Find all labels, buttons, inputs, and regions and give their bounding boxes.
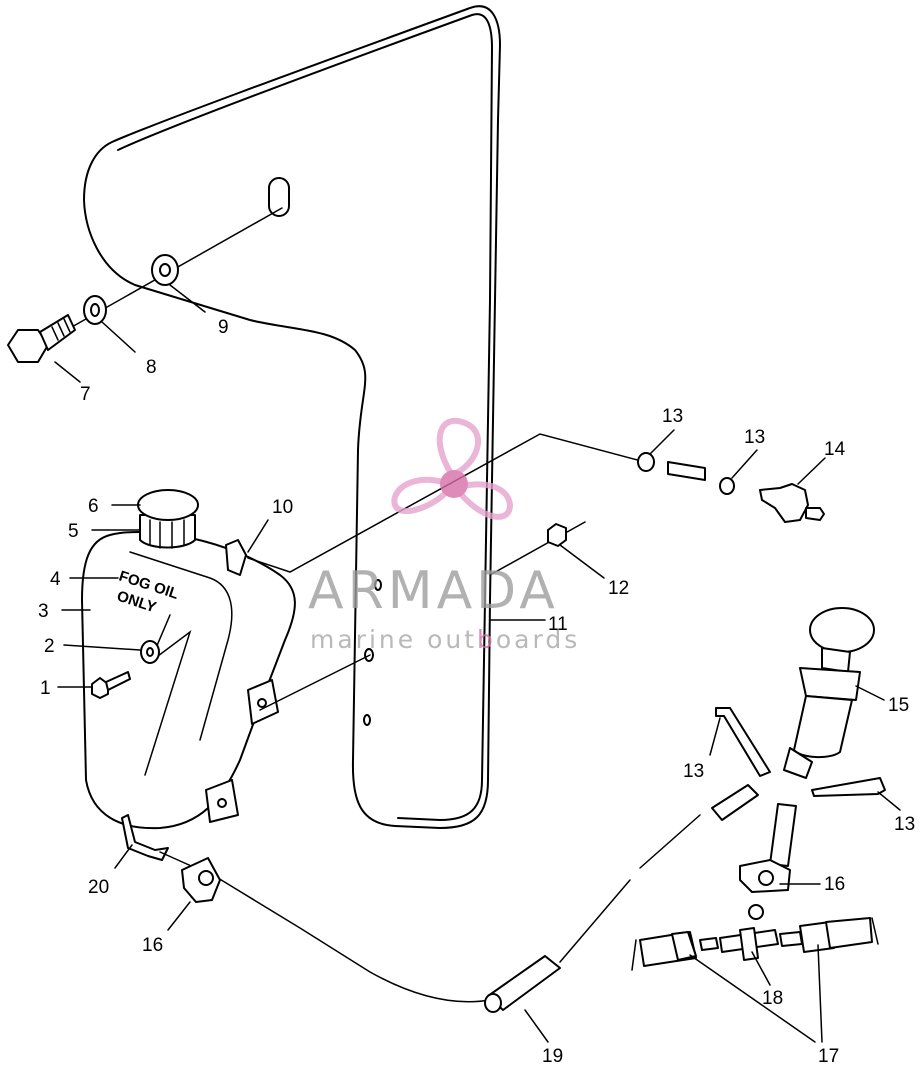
tee-18 [739, 927, 759, 961]
callout-11: 11 [548, 614, 568, 635]
callout-16-left: 16 [142, 935, 163, 956]
panel-hole [363, 714, 371, 726]
callout-4: 4 [50, 569, 61, 590]
callout-14: 14 [824, 439, 846, 460]
clamp-13c [715, 707, 771, 777]
callout-5: 5 [68, 521, 79, 542]
callout-13-pump-clamp-2: 13 [894, 814, 915, 835]
panel-hole [374, 579, 382, 591]
fuel-line-tee [631, 904, 879, 971]
leader-lines [54, 284, 901, 1043]
vent-line [247, 433, 825, 573]
callout-13-pump-clamp: 13 [683, 761, 704, 782]
callout-20: 20 [88, 877, 109, 898]
callout-9: 9 [218, 317, 229, 338]
tank-screw [91, 640, 160, 699]
clamp-13d [811, 777, 886, 797]
bolt-assembly [7, 207, 283, 363]
line-eleven [259, 521, 586, 711]
tank-cap-6 [137, 489, 199, 521]
pump-hoses [711, 784, 797, 893]
panel-slot [268, 177, 290, 217]
callout-6: 6 [88, 496, 99, 517]
tank-outlet-20 [121, 814, 169, 861]
clamp-13 [637, 452, 655, 472]
watermark-tagline: marine outboards [310, 625, 580, 654]
watermark-brand: ARMADA [308, 561, 559, 621]
vent-tube [667, 461, 706, 481]
clamps-thirteen [715, 707, 886, 797]
callout-2: 2 [44, 636, 55, 657]
callout-13-vent-clamp: 13 [662, 406, 683, 427]
primer-pump-15 [783, 607, 875, 779]
callout-12: 12 [608, 578, 629, 599]
callout-15: 15 [888, 695, 909, 716]
return-hose-19 [159, 814, 701, 1013]
screw-1 [91, 677, 109, 699]
tank-fitting-10 [225, 539, 247, 576]
callout-8: 8 [146, 357, 157, 378]
callout-7: 7 [80, 384, 91, 405]
callout-19: 19 [542, 1046, 563, 1067]
callout-10: 10 [272, 497, 293, 518]
callout-3: 3 [38, 601, 49, 622]
fog-oil-tank: FOG OIL ONLY [81, 489, 296, 861]
check-valve-14 [759, 483, 809, 523]
callout-18: 18 [762, 988, 783, 1009]
propeller-icon [391, 417, 514, 520]
clamp-13b [719, 477, 735, 495]
callout-13-vent-clamp-2: 13 [744, 427, 765, 448]
armada-watermark: ARMADA marine outboards [308, 417, 580, 654]
callout-16-right: 16 [824, 874, 845, 895]
mounting-panel [83, 5, 501, 829]
callout-1: 1 [40, 678, 51, 699]
callout-labels: 7 8 9 6 5 4 3 2 1 10 11 12 13 13 14 15 1… [38, 317, 915, 1067]
callout-17: 17 [818, 1046, 839, 1067]
nut-12 [547, 523, 567, 547]
